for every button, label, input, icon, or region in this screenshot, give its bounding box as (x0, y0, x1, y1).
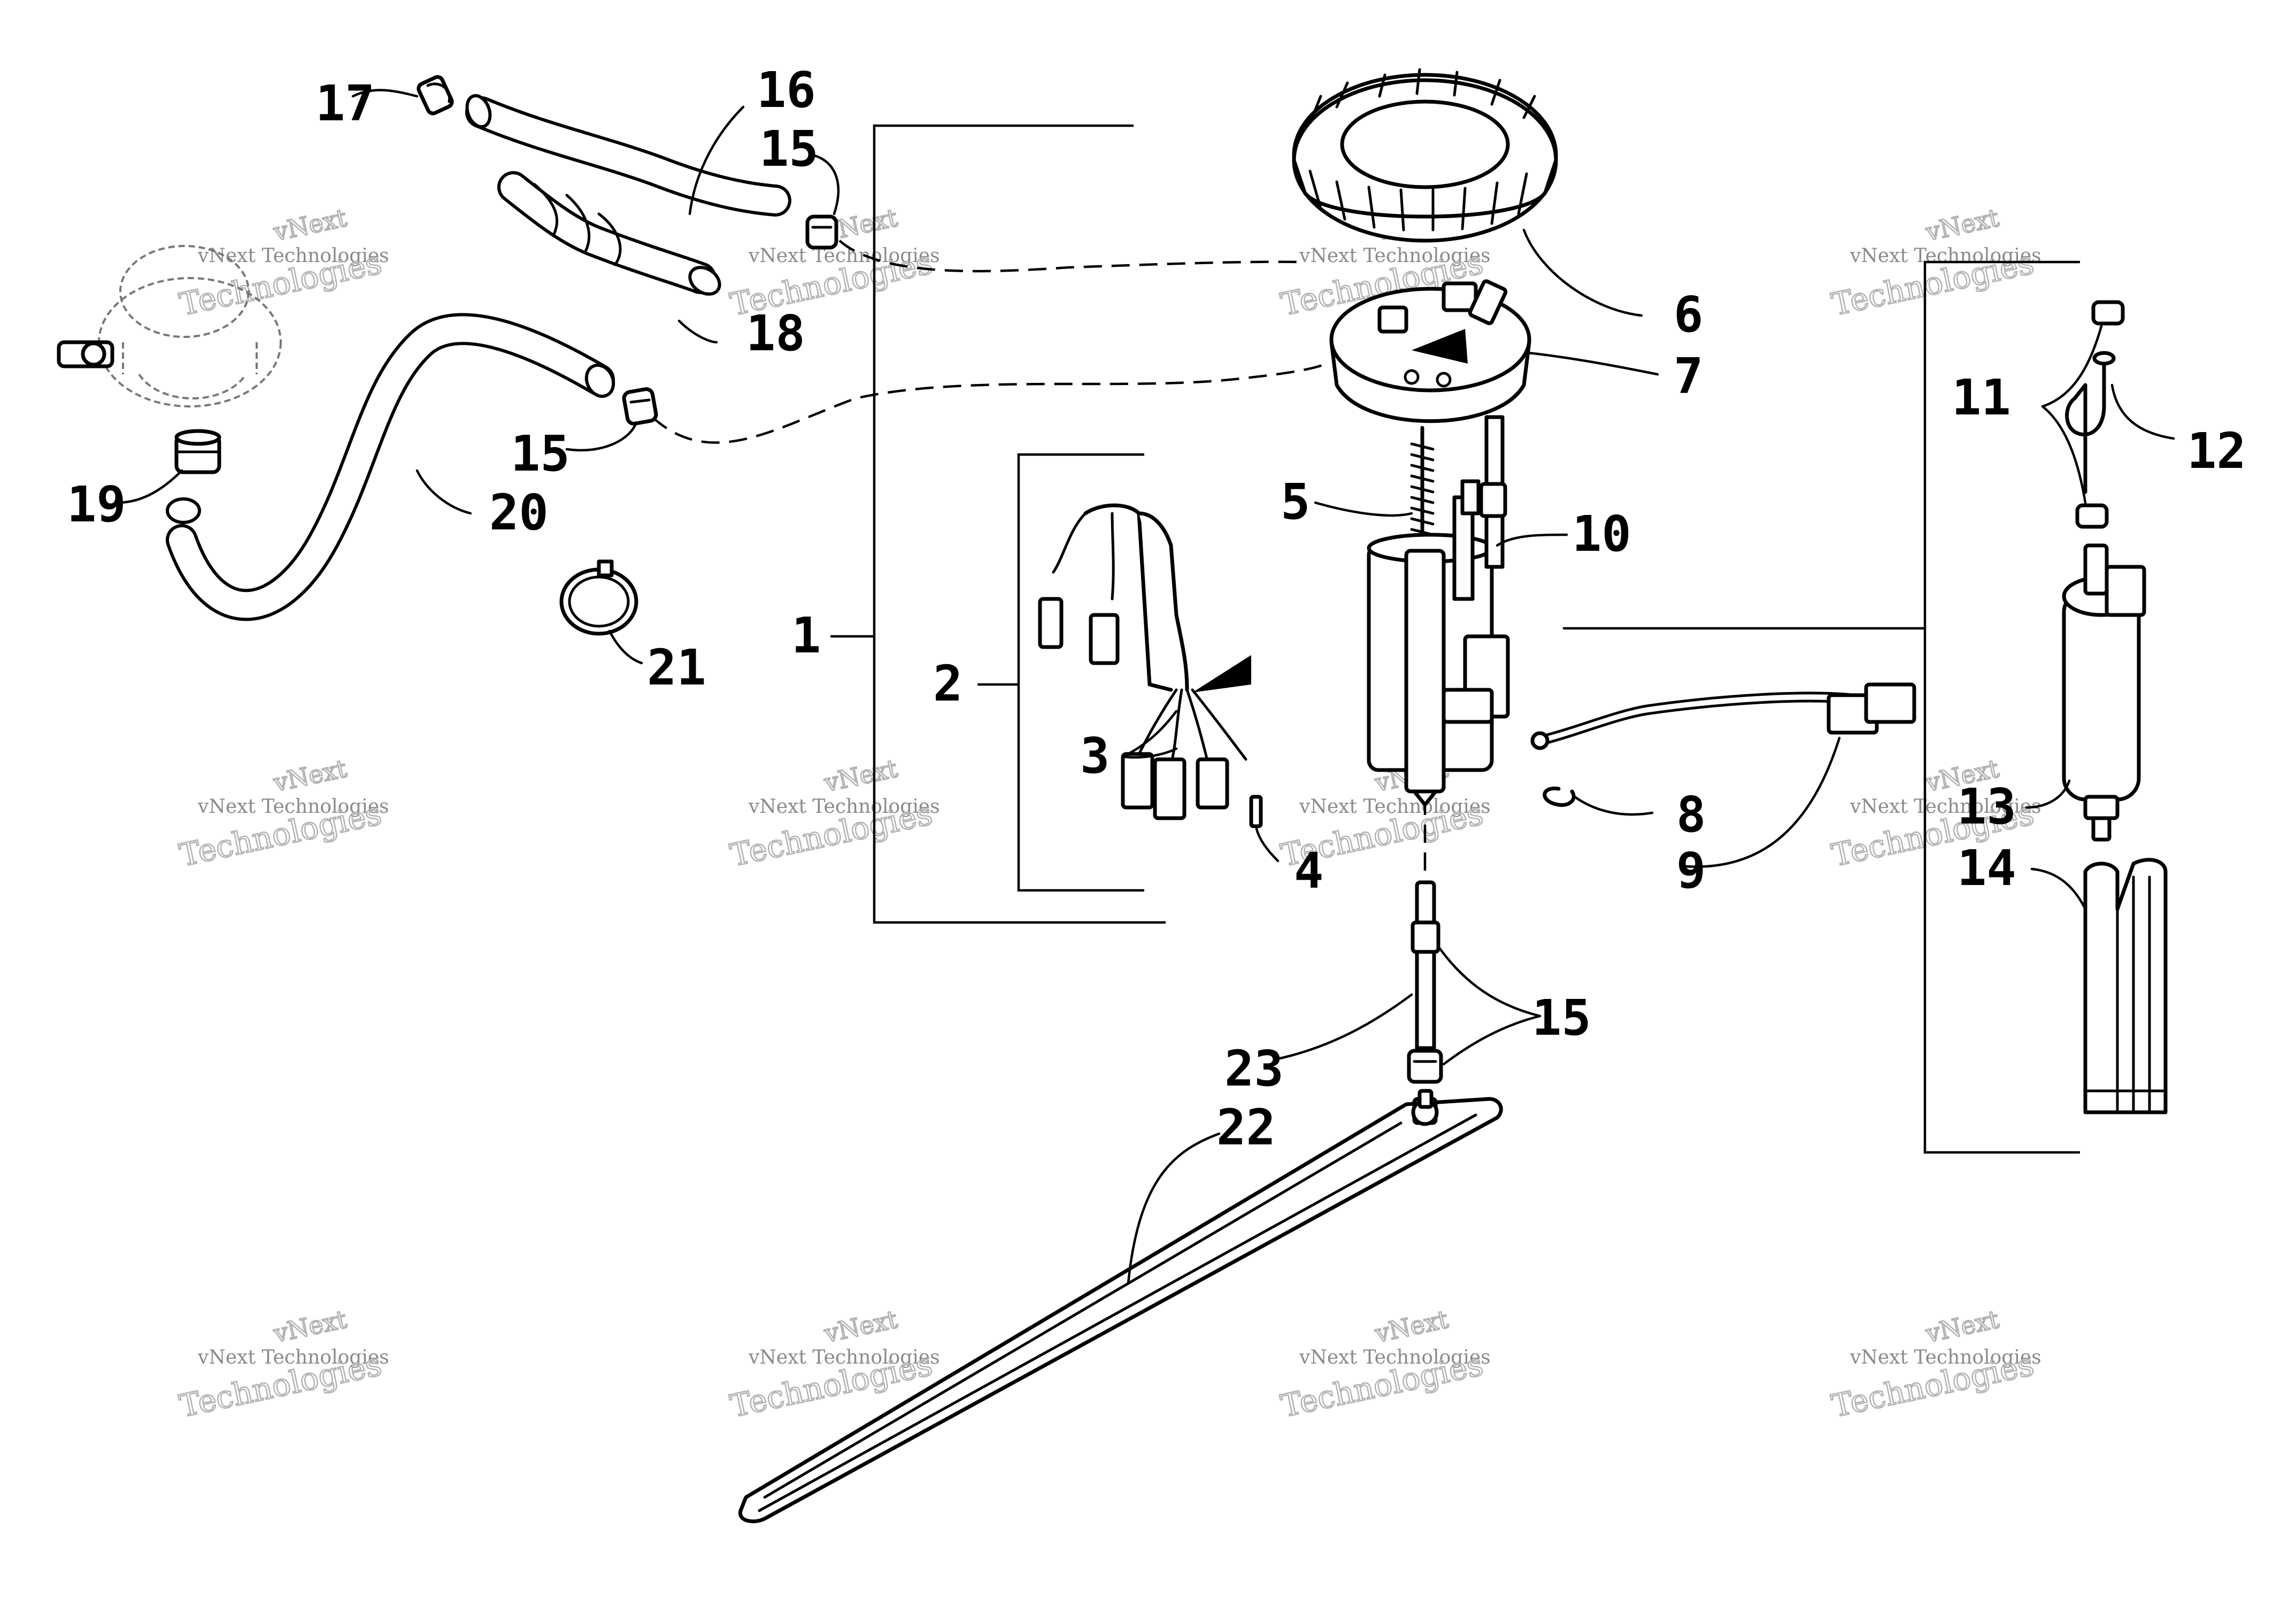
bracket-assembly-10-pump-kit (1562, 260, 2080, 1154)
watermark: vNext vNext Technologies Technologies (727, 202, 940, 323)
part-22-hose (166, 313, 615, 621)
part-4-screw (1249, 795, 1263, 828)
assembly-dashed-lines (651, 240, 1427, 872)
svg-text:vNext: vNext (1923, 1305, 2002, 1349)
callout-23: 21 (647, 639, 706, 696)
svg-text:vNext Technologies: vNext Technologies (197, 796, 389, 818)
watermark: vNext vNext Technologies Technologies (176, 202, 389, 323)
part-8-clip (1543, 786, 1576, 807)
callout-21: 19 (67, 476, 126, 533)
callout-3: 3 (1080, 727, 1110, 784)
part-19-clamp (417, 75, 454, 116)
callout-15-top: 15 (759, 120, 819, 178)
callout-10: 10 (1572, 505, 1631, 563)
svg-text:vNext Technologies: vNext Technologies (748, 245, 940, 267)
svg-text:vNext Technologies: vNext Technologies (748, 796, 940, 818)
part-6-lock-ring (1292, 68, 1558, 243)
part-10-pump-module (1367, 415, 1510, 807)
svg-text:vNext: vNext (821, 754, 900, 798)
part-7-flange (1329, 279, 1531, 423)
part-15-clamp-lower (1407, 1049, 1443, 1084)
part-14-pump-sleeve (2083, 858, 2168, 1114)
watermark: vNext vNext Technologies Technologies (1828, 202, 2041, 323)
callout-15-middle: 15 (511, 425, 570, 482)
bracket-assembly-2 (977, 453, 1144, 892)
part-2-wiring-harness (1038, 503, 1251, 820)
svg-text:vNext Technologies: vNext Technologies (1850, 796, 2041, 818)
part-11-clamp-bottom (2075, 503, 2109, 529)
callout-18: 16 (757, 61, 816, 119)
callout-11: 11 (1952, 369, 2011, 426)
callout-2: 2 (933, 655, 962, 712)
svg-text:vNext Technologies: vNext Technologies (1299, 245, 1491, 267)
callout-15-lower: 15 (1532, 989, 1591, 1047)
callout-19: 17 (315, 75, 375, 132)
part-15-clamp-middle (622, 387, 658, 426)
callout-17: 23 (1224, 1040, 1284, 1097)
watermark: vNext vNext Technologies Technologies (176, 753, 389, 874)
watermark: vNext vNext Technologies Technologies (727, 753, 940, 874)
callout-6: 6 (1674, 286, 1703, 343)
callout-9: 9 (1676, 842, 1706, 899)
callout-22: 20 (489, 484, 549, 541)
svg-text:vNext: vNext (1923, 203, 2002, 247)
callout-14: 14 (1957, 840, 2016, 897)
callout-7: 7 (1674, 348, 1703, 405)
svg-text:vNext Technologies: vNext Technologies (748, 1347, 940, 1368)
watermark: vNext vNext Technologies Technologies (1277, 1304, 1491, 1425)
callout-12: 12 (2187, 422, 2246, 480)
svg-text:vNext Technologies: vNext Technologies (197, 245, 389, 267)
part-17-outlet-tube (1411, 880, 1440, 1050)
bracket-assembly-1 (830, 124, 1166, 924)
part-9-wire-harness (1530, 682, 1916, 750)
watermarks: vNext vNext Technologies Technologies vN… (176, 202, 2041, 1425)
part-12-hose (2065, 351, 2116, 494)
callout-4: 4 (1294, 842, 1323, 899)
callout-5: 5 (1281, 473, 1310, 530)
svg-text:vNext: vNext (1372, 1305, 1451, 1349)
callout-1: 1 (791, 607, 821, 664)
part-21-fitting (174, 429, 221, 474)
leader-lines (116, 89, 2175, 1285)
part-13-fuel-pump (2062, 543, 2146, 842)
callout-16: 22 (1216, 1099, 1276, 1156)
fuel-filter-ghost (57, 245, 282, 407)
part-18-hose (465, 94, 791, 217)
svg-text:vNext: vNext (271, 1305, 350, 1349)
part-11-clamp-top (2091, 300, 2125, 326)
watermark: vNext vNext Technologies Technologies (1828, 1304, 2041, 1425)
svg-text:vNext: vNext (271, 754, 350, 798)
part-16-filter-sock (738, 1089, 1503, 1524)
svg-text:vNext Technologies: vNext Technologies (1299, 796, 1491, 818)
callout-13: 13 (1957, 778, 2016, 835)
svg-text:vNext Technologies: vNext Technologies (1299, 1347, 1491, 1368)
svg-text:vNext: vNext (271, 203, 350, 247)
svg-text:vNext Technologies: vNext Technologies (197, 1347, 389, 1368)
svg-text:vNext Technologies: vNext Technologies (1850, 1347, 2041, 1368)
svg-text:vNext: vNext (821, 1305, 900, 1349)
part-20-hose (497, 171, 721, 296)
callout-8: 8 (1676, 786, 1706, 843)
callout-20: 18 (746, 305, 805, 362)
part-23-clamp (559, 559, 638, 636)
part-15-clamp-top (805, 214, 838, 250)
callout-numbers: 17 16 15 18 15 19 20 21 1 2 3 4 5 6 7 10… (67, 61, 2246, 1156)
watermark: vNext vNext Technologies Technologies (176, 1304, 389, 1425)
